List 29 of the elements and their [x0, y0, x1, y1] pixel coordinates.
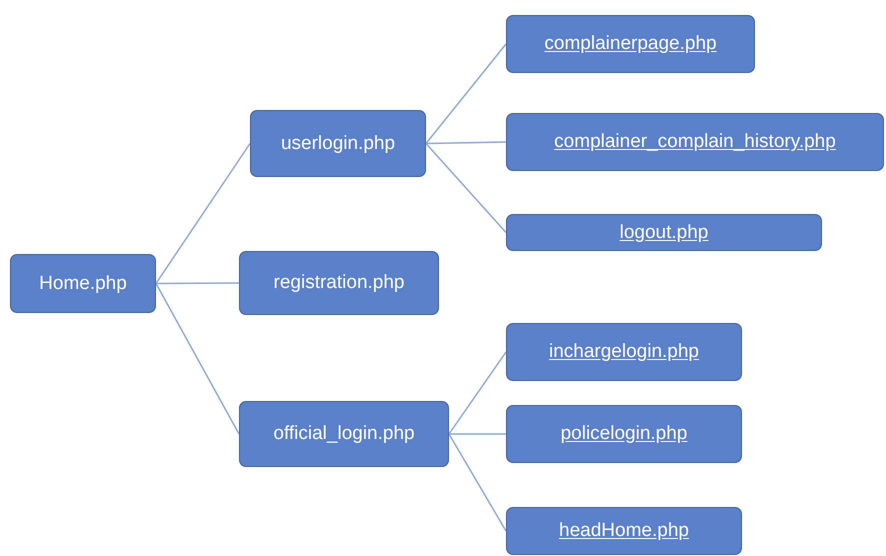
page-box [506, 113, 884, 171]
page-box [250, 110, 426, 177]
connector-line [155, 143, 251, 284]
page-name: headHome.php [559, 520, 689, 542]
connector-line [425, 143, 507, 233]
page-box [506, 405, 742, 463]
connector-line [426, 141, 506, 144]
page-box [239, 251, 439, 315]
page-box [506, 507, 742, 555]
page-box [506, 214, 822, 251]
page-name: logout.php [620, 222, 708, 244]
page-name: registration.php [274, 272, 404, 294]
connector-line [156, 282, 239, 284]
connector-line [425, 44, 507, 144]
page-box [10, 254, 156, 313]
connector-line [448, 352, 507, 434]
page-box [506, 323, 742, 381]
page-box [506, 15, 755, 73]
page-name: complainerpage.php [544, 33, 717, 55]
connector-line [155, 283, 240, 434]
page-name: policelogin.php [560, 423, 688, 445]
page-name: inchargelogin.php [548, 341, 699, 363]
connector-line [449, 433, 506, 435]
page-box [239, 401, 449, 467]
page-name: complainer_complain_history.php [554, 131, 836, 153]
page-name: userlogin.php [280, 132, 396, 154]
page-name: official_login.php [273, 423, 415, 445]
page-name: Home.php [39, 272, 127, 294]
connector-line [448, 434, 507, 532]
